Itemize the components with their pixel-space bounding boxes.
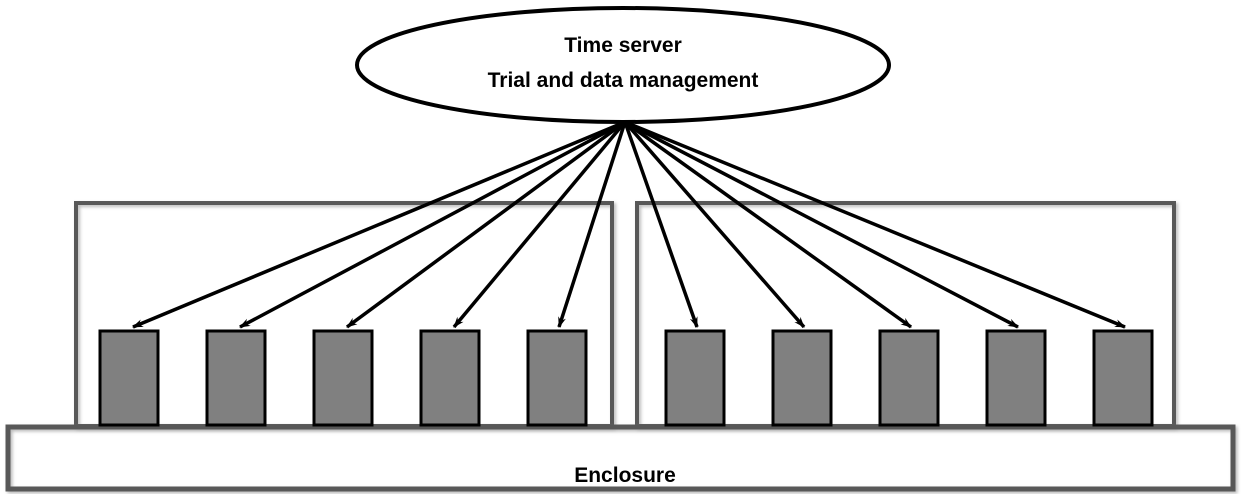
hub-label-line2: Trial and data management: [488, 69, 759, 92]
hub-ellipse[interactable]: [355, 6, 891, 124]
arrow-to-unit-4: [452, 120, 627, 329]
enclosure-container: [5, 424, 1236, 492]
hub-to-unit-arrows: [132, 120, 1126, 329]
time-server-node[interactable]: Time server Trial and data management: [355, 6, 891, 124]
unit-box-4[interactable]: [419, 329, 481, 427]
enclosure-label: Enclosure: [574, 464, 676, 487]
arrow-to-unit-9: [624, 120, 1019, 329]
unit-box-5[interactable]: [526, 329, 588, 427]
unit-box-3[interactable]: [312, 329, 374, 427]
unit-box-2[interactable]: [205, 329, 267, 427]
unit-box-7[interactable]: [771, 329, 833, 427]
arrow-to-unit-6: [623, 121, 699, 328]
arrow-to-unit-2: [239, 120, 626, 329]
unit-box-8[interactable]: [878, 329, 940, 427]
enclosure-rect: [5, 424, 1236, 492]
arrow-to-unit-1: [132, 120, 626, 329]
unit-boxes: [98, 329, 1154, 427]
arrow-to-unit-10: [624, 120, 1126, 329]
unit-box-6[interactable]: [664, 329, 726, 427]
hub-label-line1: Time server: [564, 34, 682, 57]
arrow-to-unit-8: [623, 120, 913, 329]
arrow-to-unit-3: [345, 120, 627, 329]
unit-box-9[interactable]: [985, 329, 1047, 427]
unit-box-10[interactable]: [1092, 329, 1154, 427]
arrow-to-unit-7: [623, 120, 806, 329]
unit-box-1[interactable]: [98, 329, 160, 427]
arrow-to-unit-5: [557, 121, 627, 328]
